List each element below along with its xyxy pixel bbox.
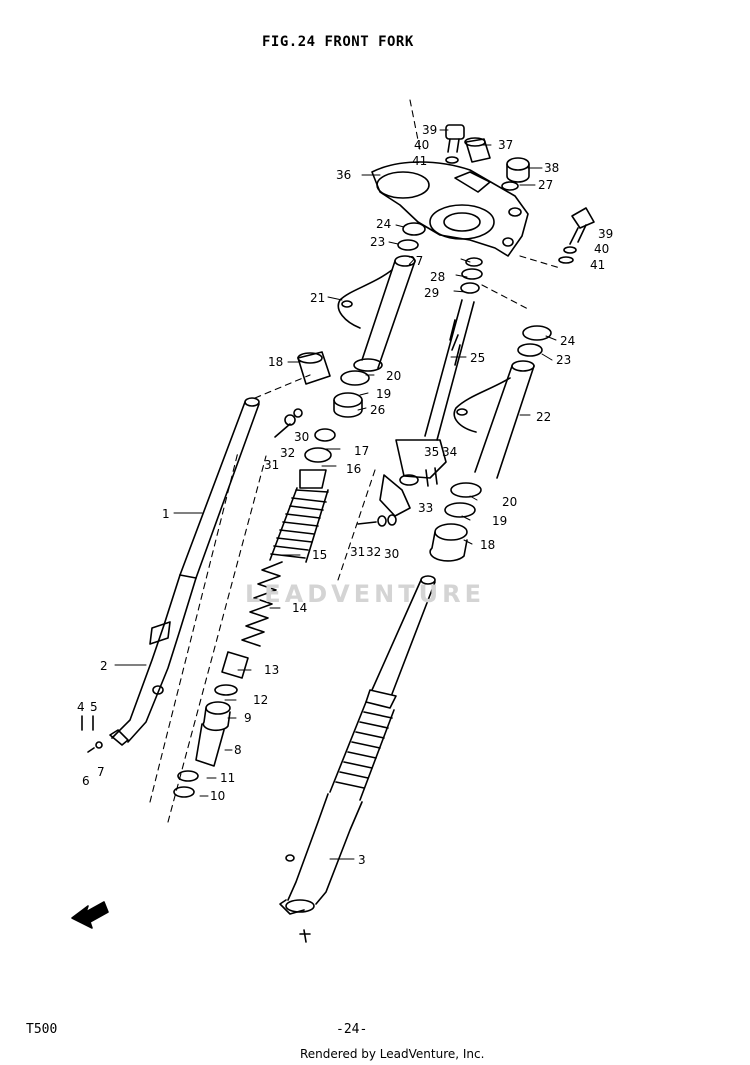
cap-38 <box>501 157 530 191</box>
part-label: 3 <box>358 853 366 867</box>
right-bolt-39 <box>558 207 595 264</box>
part-label: 9 <box>244 711 252 725</box>
part-label: 40 <box>414 138 429 152</box>
top-bolt <box>445 124 465 164</box>
dust-boot-left <box>269 469 329 563</box>
part-label: 32 <box>366 545 381 559</box>
part-label: 22 <box>536 410 551 424</box>
part-label: 4 <box>77 700 85 714</box>
part-label: 7 <box>97 765 105 779</box>
part-label: 25 <box>470 351 485 365</box>
part-label: 23 <box>370 235 385 249</box>
part-label: 28 <box>430 270 445 284</box>
part-label: 41 <box>590 258 605 272</box>
right-fork-cover <box>453 325 552 479</box>
render-credit: Rendered by LeadVenture, Inc. <box>300 1047 485 1061</box>
part-label: 27 <box>408 254 423 268</box>
bolt-34-35 <box>425 467 438 487</box>
part-label: 27 <box>538 178 553 192</box>
dust-boot-right <box>329 689 397 801</box>
right-lower-rings <box>429 482 482 562</box>
watermark-text: LEADVENTURE <box>245 580 485 608</box>
part-label: 30 <box>294 430 309 444</box>
part-label: 19 <box>376 387 391 401</box>
spring-left <box>241 561 283 647</box>
part-label: 12 <box>253 693 268 707</box>
part-label: 35 <box>424 445 439 459</box>
part-label: 19 <box>492 514 507 528</box>
left-fork-cover <box>337 255 416 372</box>
part-label: 24 <box>560 334 575 348</box>
part-label: 21 <box>310 291 325 305</box>
part-label: 38 <box>544 161 559 175</box>
part-label: 2 <box>100 659 108 673</box>
part-label: 29 <box>424 286 439 300</box>
part-label: 39 <box>598 227 613 241</box>
part-label: 14 <box>292 601 307 615</box>
part-label: 15 <box>312 548 327 562</box>
part-label: 31 <box>350 545 365 559</box>
page-number: -24- <box>336 1022 368 1037</box>
part-label: 17 <box>354 444 369 458</box>
washer-23-left <box>397 239 419 251</box>
left-outer-tube <box>109 574 197 746</box>
part-label: 18 <box>480 538 495 552</box>
part-label: 23 <box>556 353 571 367</box>
washer-24-left <box>402 222 426 236</box>
part-label: 20 <box>386 369 401 383</box>
part-label: 20 <box>502 495 517 509</box>
cap-37 <box>464 137 491 163</box>
drain-bolts <box>81 715 103 753</box>
part-label: 30 <box>384 547 399 561</box>
lower-left-stack <box>173 651 249 798</box>
part-label: 10 <box>210 789 225 803</box>
part-label: 24 <box>376 217 391 231</box>
part-label: 1 <box>162 507 170 521</box>
part-label: 39 <box>422 123 437 137</box>
bolt-left-upper <box>274 408 303 438</box>
part-label: 31 <box>264 458 279 472</box>
right-fork-tube <box>371 575 436 695</box>
part-label: 36 <box>336 168 351 182</box>
part-label: 16 <box>346 462 361 476</box>
part-label: 34 <box>442 445 457 459</box>
part-callouts: 1 2 3 4 5 6 7 8 9 10 11 12 13 14 15 16 1… <box>77 123 613 867</box>
figure-title: FIG.24 FRONT FORK <box>262 34 414 50</box>
steering-stem <box>379 257 483 517</box>
front-direction-arrow <box>71 901 109 929</box>
part-label: 26 <box>370 403 385 417</box>
part-label: 13 <box>264 663 279 677</box>
left-upper-rings <box>297 351 370 463</box>
part-label: 41 <box>412 154 427 168</box>
bolt-center <box>357 514 397 527</box>
model-code: T500 <box>26 1022 58 1037</box>
guide-lines <box>149 99 561 823</box>
left-fork-tube <box>179 397 260 579</box>
part-label: 8 <box>234 743 242 757</box>
part-label: 6 <box>82 774 90 788</box>
right-outer-slider <box>279 793 363 943</box>
part-label: 37 <box>498 138 513 152</box>
part-label: 32 <box>280 446 295 460</box>
part-label: 33 <box>418 501 433 515</box>
upper-bracket <box>371 161 529 257</box>
part-label: 5 <box>90 700 98 714</box>
part-label: 11 <box>220 771 235 785</box>
part-label: 18 <box>268 355 283 369</box>
part-label: 40 <box>594 242 609 256</box>
callout-leaders <box>114 129 557 860</box>
